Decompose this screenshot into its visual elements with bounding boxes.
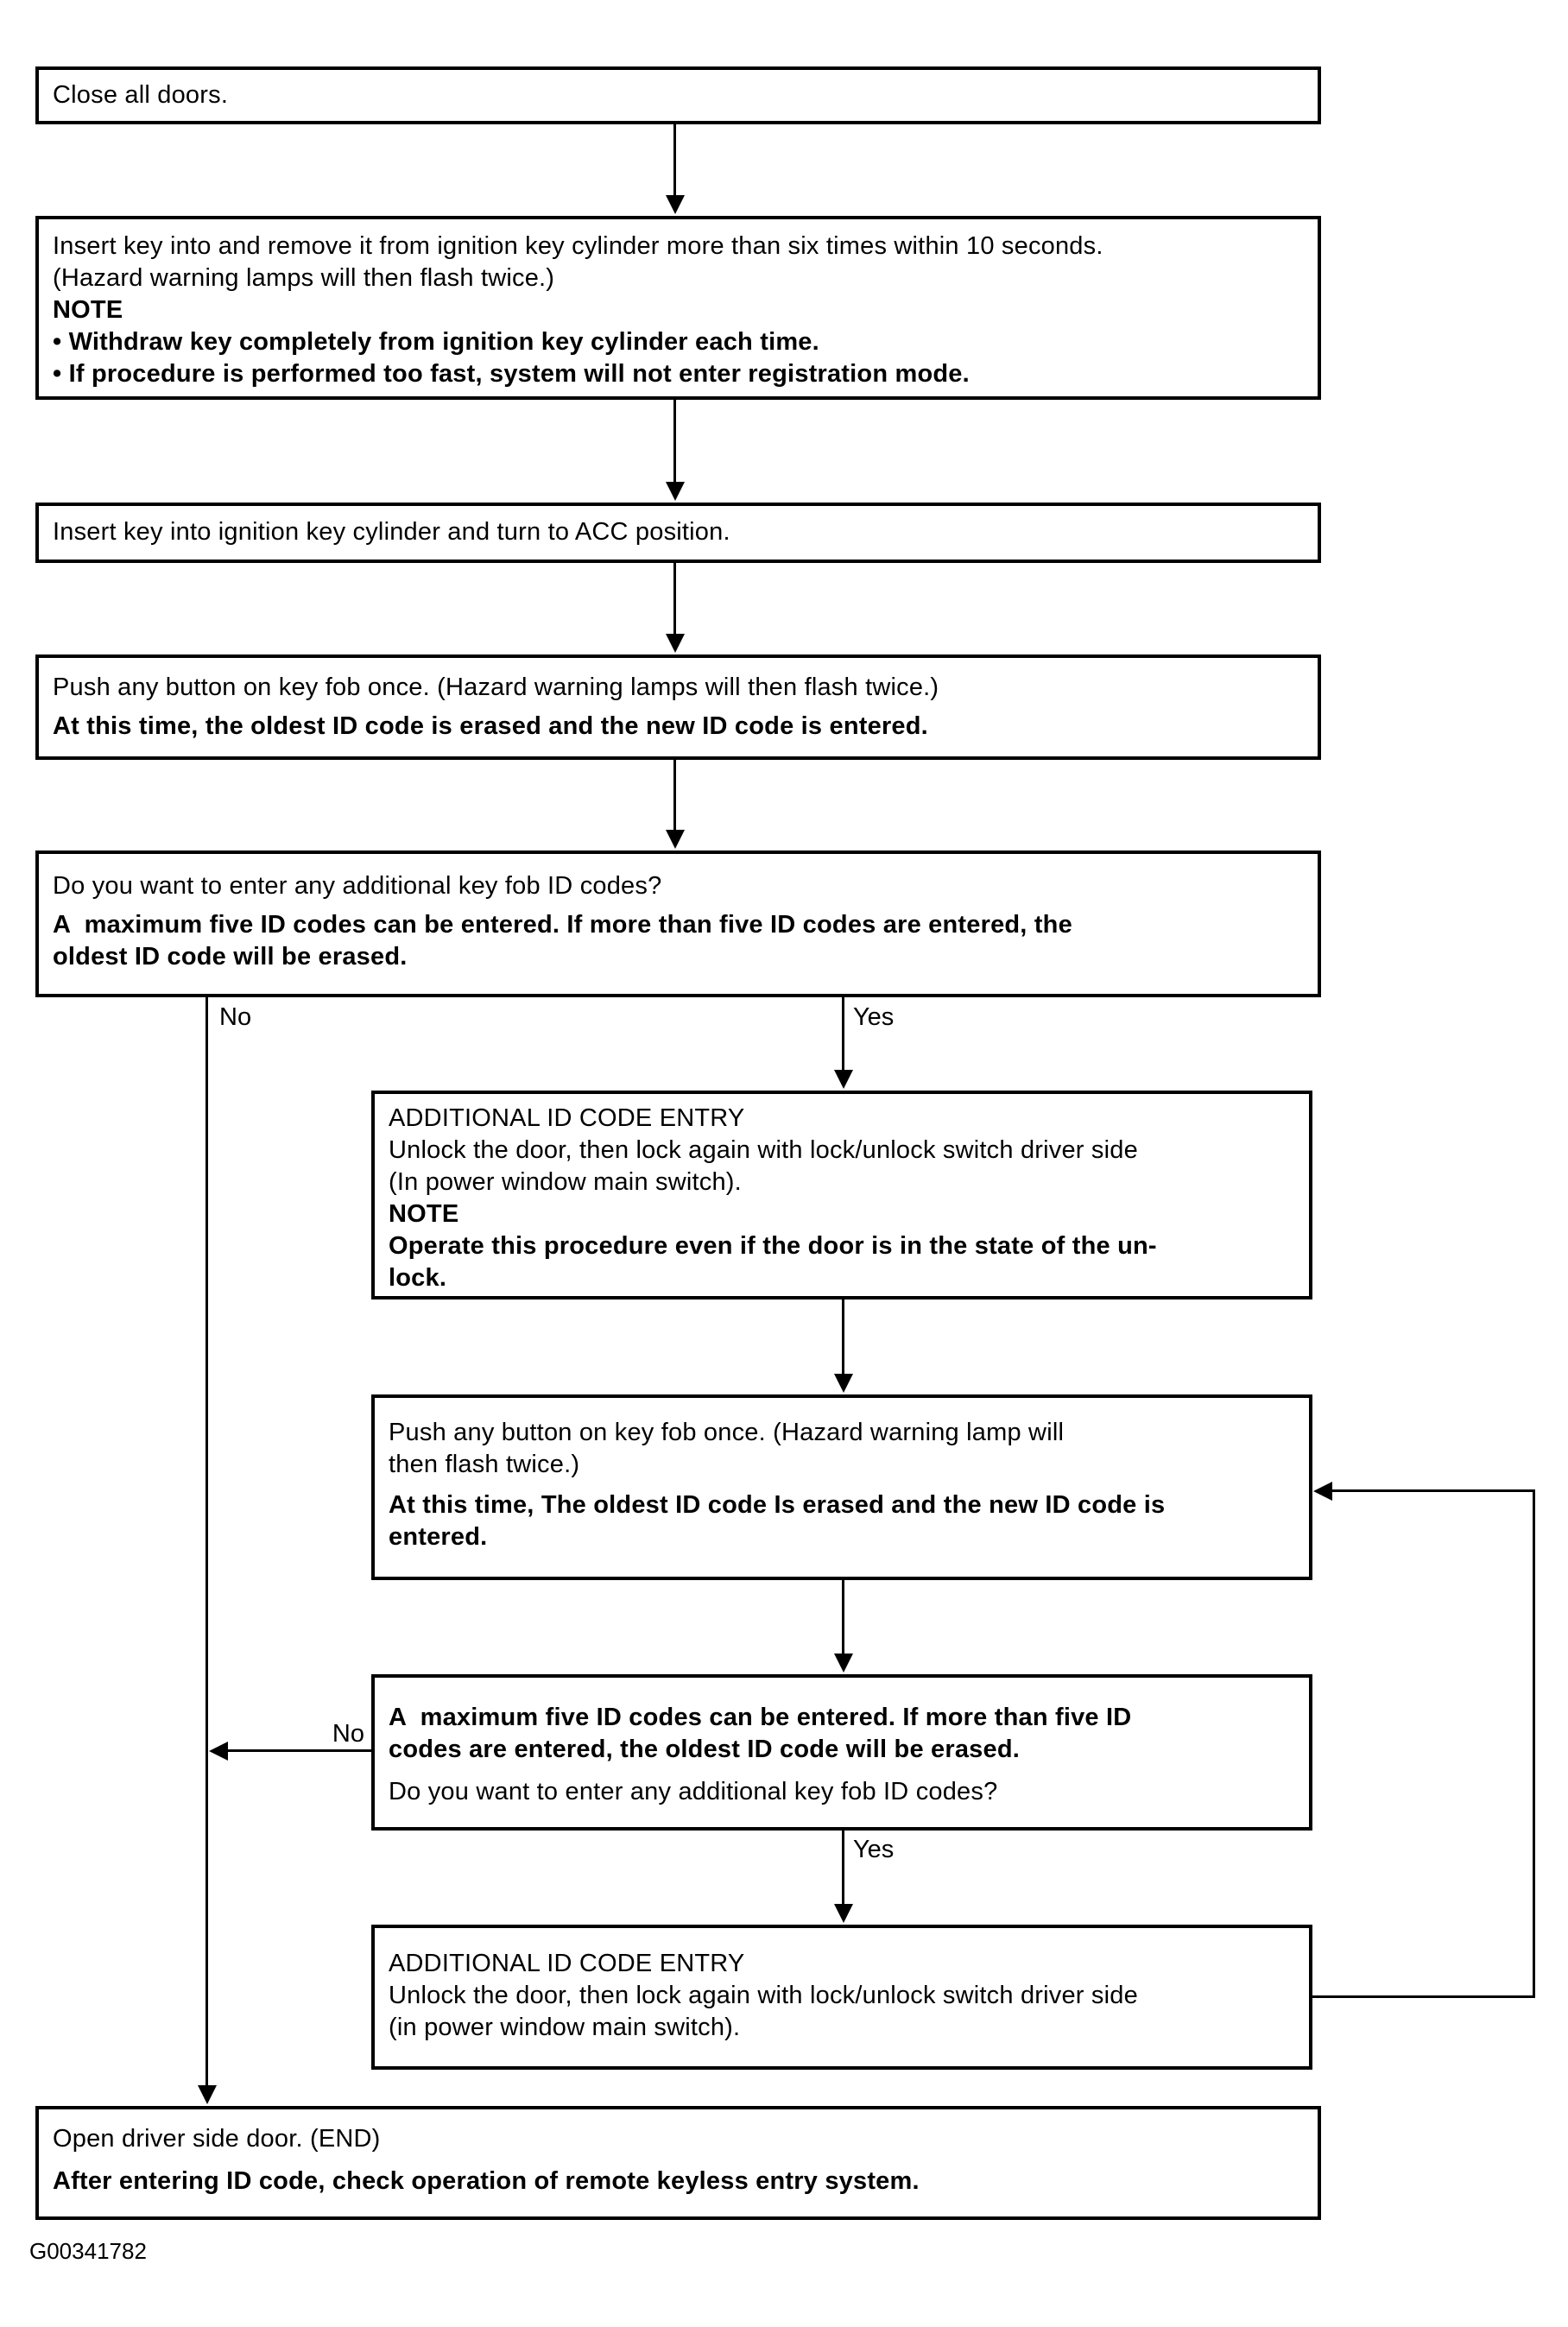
- arrowhead-down-icon: [666, 634, 685, 653]
- text-line: lock.: [389, 1264, 447, 1292]
- arrowhead-down-icon: [834, 1904, 853, 1923]
- arrowhead-left-icon: [1313, 1482, 1332, 1501]
- text-line: A maximum five ID codes can be entered. …: [389, 1704, 1132, 1731]
- text-line: (In power window main switch).: [389, 1168, 742, 1196]
- text-line: entered.: [389, 1523, 488, 1551]
- flow-box-decision-additional-first: Do you want to enter any additional key …: [35, 850, 1321, 997]
- text-line: codes are entered, the oldest ID code wi…: [389, 1736, 1021, 1763]
- flow-box-additional-entry-first: ADDITIONAL ID CODE ENTRY Unlock the door…: [371, 1091, 1312, 1299]
- flow-box-decision-additional-second: A maximum five ID codes can be entered. …: [371, 1674, 1312, 1831]
- flow-box-turn-acc: Insert key into ignition key cylinder an…: [35, 503, 1321, 563]
- text-line: Operate this procedure even if the door …: [389, 1232, 1157, 1260]
- flow-connector-loop-bottom: [1312, 1995, 1535, 1998]
- text-line: Insert key into ignition key cylinder an…: [53, 518, 730, 546]
- text-line: • Withdraw key completely from ignition …: [53, 328, 819, 356]
- text-line: (in power window main switch).: [389, 2014, 741, 2041]
- flow-box-additional-entry-second: ADDITIONAL ID CODE ENTRY Unlock the door…: [371, 1925, 1312, 2070]
- arrowhead-down-icon: [834, 1374, 853, 1393]
- text-line: A maximum five ID codes can be entered. …: [53, 911, 1072, 939]
- arrowhead-down-icon: [666, 195, 685, 214]
- text-line: Push any button on key fob once. (Hazard…: [389, 1419, 1065, 1446]
- text-line: ADDITIONAL ID CODE ENTRY: [389, 1104, 745, 1132]
- flow-connector-yes-branch: [842, 1831, 844, 1906]
- flow-connector: [842, 1580, 844, 1655]
- text-line: oldest ID code will be erased.: [53, 943, 408, 971]
- flow-connector: [673, 124, 676, 197]
- text-line: At this time, The oldest ID code Is eras…: [389, 1491, 1166, 1519]
- branch-label-no: No: [332, 1720, 364, 1748]
- text-line: Do you want to enter any additional key …: [53, 872, 662, 900]
- flow-connector-no-branch: [226, 1749, 371, 1752]
- text-line: Do you want to enter any additional key …: [389, 1778, 998, 1805]
- arrowhead-down-icon: [666, 830, 685, 849]
- arrowhead-down-icon: [198, 2085, 217, 2104]
- text-line: Unlock the door, then lock again with lo…: [389, 1136, 1138, 1164]
- flow-connector-no-branch: [205, 997, 208, 2087]
- text-line: Push any button on key fob once. (Hazard…: [53, 673, 939, 701]
- arrowhead-down-icon: [834, 1070, 853, 1089]
- flow-connector-yes-branch: [842, 997, 844, 1072]
- flow-connector-loop-vertical: [1533, 1489, 1535, 1998]
- figure-code: G00341782: [29, 2238, 147, 2264]
- flow-connector: [673, 400, 676, 484]
- flow-connector: [842, 1299, 844, 1375]
- flow-box-insert-remove-key: Insert key into and remove it from ignit…: [35, 216, 1321, 400]
- flow-connector: [673, 760, 676, 832]
- text-line: Insert key into and remove it from ignit…: [53, 232, 1103, 260]
- text-line: then flash twice.): [389, 1451, 580, 1478]
- text-line: NOTE: [53, 296, 123, 324]
- text-line: Close all doors.: [53, 81, 229, 109]
- arrowhead-down-icon: [666, 482, 685, 501]
- branch-label-yes: Yes: [853, 1836, 895, 1863]
- arrowhead-down-icon: [834, 1654, 853, 1673]
- flow-box-push-button-first: Push any button on key fob once. (Hazard…: [35, 654, 1321, 760]
- text-line: • If procedure is performed too fast, sy…: [53, 360, 970, 388]
- flow-box-push-button-second: Push any button on key fob once. (Hazard…: [371, 1394, 1312, 1580]
- text-line: NOTE: [389, 1200, 459, 1228]
- arrowhead-left-icon: [209, 1742, 228, 1761]
- text-line: After entering ID code, check operation …: [53, 2167, 920, 2195]
- branch-label-yes: Yes: [853, 1003, 895, 1031]
- text-line: ADDITIONAL ID CODE ENTRY: [389, 1950, 745, 1977]
- flow-box-open-door-end: Open driver side door. (END) After enter…: [35, 2106, 1321, 2220]
- text-line: (Hazard warning lamps will then flash tw…: [53, 264, 555, 292]
- text-line: Open driver side door. (END): [53, 2125, 381, 2153]
- text-line: Unlock the door, then lock again with lo…: [389, 1982, 1138, 2009]
- branch-label-no: No: [219, 1003, 252, 1031]
- text-line: At this time, the oldest ID code is eras…: [53, 712, 928, 740]
- flow-connector: [673, 563, 676, 635]
- flow-box-close-doors: Close all doors.: [35, 66, 1321, 124]
- flow-connector-loop-top: [1331, 1489, 1534, 1492]
